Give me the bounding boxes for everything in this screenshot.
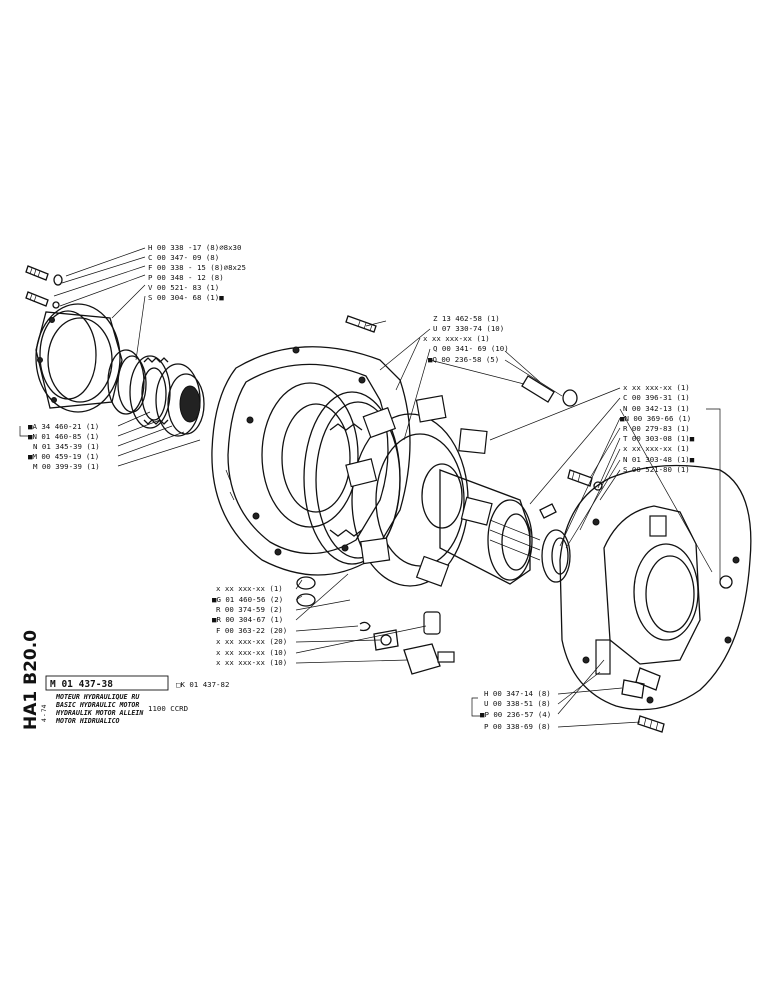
part-label: x xx xxx-xx (1): [623, 444, 690, 453]
part-label: N 01 345-39 (1): [33, 442, 100, 451]
cover-ring-drawing: [35, 303, 123, 413]
part-label: N 00 342-13 (1): [623, 404, 690, 413]
part-label: ■A 34 460-21 (1): [28, 422, 99, 431]
assembly-code: M 01 437-38: [50, 679, 113, 690]
leader-lines: [19, 247, 721, 728]
description-line: BASIC HYDRAULIC MOTOR: [55, 701, 139, 709]
part-label: x xx xxx-xx (1): [216, 584, 283, 593]
part-label: V 00 521- 83 (1): [148, 283, 219, 292]
description-line: HYDRAULIK MOTOR ALLEIN: [55, 709, 144, 717]
shaft-drawing: [439, 469, 571, 585]
part-label: F 00 363-22 (20): [216, 626, 287, 635]
part-label: H 00 338 -17 (8)∅8x30: [148, 243, 241, 252]
model-number: 1100 CCRD: [148, 704, 188, 713]
part-label: N 01 303-48 (1)■: [623, 455, 695, 464]
labels-left: ■A 34 460-21 (1) ■N 01 460-85 (1) N 01 3…: [28, 422, 100, 471]
part-label: Z 13 462-58 (1): [433, 314, 500, 323]
part-label: U 00 338-51 (8): [484, 699, 551, 708]
part-label: ■N 01 460-85 (1): [28, 432, 99, 441]
part-label: x xx xxx-xx (10): [216, 648, 287, 657]
part-label: x xx xxx-xx (20): [216, 637, 287, 646]
bolt-drawing: [25, 265, 63, 309]
labels-right: x xx xxx-xx (1) C 00 396-31 (1) N 00 342…: [620, 383, 695, 474]
part-label: R 00 374-59 (2): [216, 605, 283, 614]
labels-bottom-right: H 00 347-14 (8) U 00 338-51 (8) ■P 00 23…: [480, 689, 551, 731]
small-parts-drawing: [296, 315, 665, 733]
labels-top-center: Z 13 462-58 (1) U 07 330-74 (10) x xx xx…: [423, 314, 509, 364]
part-label: ■N 00 369-66 (1): [620, 414, 691, 423]
part-label: S 00 521-80 (1): [623, 465, 690, 474]
part-label: Q 00 341- 69 (10): [433, 344, 509, 353]
description-line: MOTEUR HYDRAULIQUE RU: [55, 693, 140, 701]
seal-bearing-drawing: [107, 349, 205, 437]
part-label: H 00 347-14 (8): [484, 689, 551, 698]
title-block: M 01 437-38 □K 01 437-82 MOTEUR HYDRAULI…: [45, 675, 229, 725]
rotor-drawing: [345, 395, 493, 587]
part-label: ■M 00 459-19 (1): [28, 452, 99, 461]
motor-housing-drawing: [211, 346, 411, 576]
part-label: P 00 348 - 12 (8): [148, 273, 224, 282]
side-code: HA1 B20.0 4 - 74: [21, 630, 48, 730]
part-label: ■Q 00 236-58 (5): [428, 355, 499, 364]
part-label: ■P 00 236-57 (4): [480, 710, 551, 719]
labels-bottom-center: x xx xxx-xx (1) ■G 01 460-56 (2) R 00 37…: [212, 584, 287, 667]
part-label: ■G 01 460-56 (2): [212, 595, 283, 604]
part-label: x xx xxx-xx (10): [216, 658, 287, 667]
labels-top-left: H 00 338 -17 (8)∅8x30 C 00 347- 09 (8) F…: [148, 243, 246, 302]
part-label: C 00 396-31 (1): [623, 393, 690, 402]
rear-cover-drawing: [559, 464, 752, 711]
sheet-date: 4 - 74: [41, 704, 48, 722]
part-label: T 00 303-08 (1)■: [623, 434, 695, 443]
reference-code: □K 01 437-82: [176, 680, 229, 689]
description-line: MOTOR HIDRUALICO: [55, 717, 120, 725]
part-label: ■R 00 304-67 (1): [212, 615, 283, 624]
part-label: S 00 304- 68 (1)■: [148, 293, 224, 302]
part-label: M 00 399-39 (1): [33, 462, 100, 471]
part-label: x xx xxx-xx (1): [623, 383, 690, 392]
part-label: R 00 279-83 (1): [623, 424, 690, 433]
part-label: U 07 330-74 (10): [433, 324, 504, 333]
part-label: C 00 347- 09 (8): [148, 253, 219, 262]
cam-ring-drawing: [303, 391, 401, 565]
sheet-code: HA1 B20.0: [21, 630, 41, 730]
part-label: P 00 338-69 (8): [484, 722, 551, 731]
part-label: F 00 338 - 15 (8)∅8x25: [148, 263, 246, 272]
part-label: x xx xxx-xx (1): [423, 334, 490, 343]
